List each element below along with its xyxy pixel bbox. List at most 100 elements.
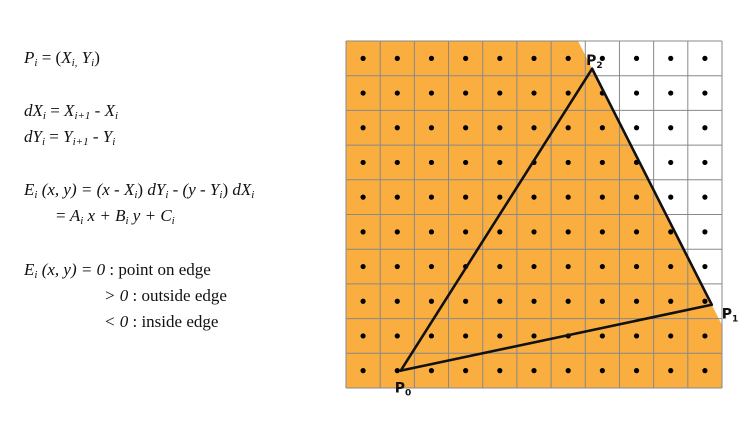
sample-dot: [702, 55, 708, 61]
edge-case-inside: < 0 : inside edge: [104, 312, 218, 332]
sample-dot: [599, 263, 605, 270]
sample-dot: [633, 368, 640, 374]
vertex-labels: P0 P1 P2: [395, 53, 739, 399]
eq-subscript: i: [219, 189, 223, 201]
eq-subscript: i+1: [74, 110, 91, 122]
sample-dot: [702, 368, 708, 374]
eq-text: ): [94, 48, 100, 67]
eq-symbol: E: [24, 260, 35, 279]
eq-text: x +: [83, 206, 116, 225]
eq-text: (x, y) =: [37, 260, 97, 279]
case-value: 0: [96, 260, 106, 279]
dy-definition: dYi = Yi+1 - Yi: [24, 127, 116, 148]
case-value: > 0: [104, 286, 129, 305]
sample-dot: [531, 333, 537, 339]
sample-dot: [633, 125, 640, 131]
sample-dot: [668, 125, 674, 131]
eq-subscript: i: [171, 215, 175, 227]
case-label: : outside edge: [128, 286, 227, 305]
sample-dot: [565, 125, 571, 131]
sample-dot: [531, 125, 537, 131]
sample-dot: [497, 229, 503, 235]
eq-text: = (: [37, 48, 62, 67]
sample-dot: [599, 298, 605, 304]
eq-text: -: [88, 127, 103, 146]
edge-function: Ei (x, y) = (x - Xi) dYi - (y - Yi) dXi: [24, 180, 254, 201]
eq-text: =: [45, 101, 65, 120]
sample-dot: [394, 229, 400, 235]
sample-dot: [360, 194, 366, 200]
sample-dot: [565, 90, 571, 96]
eq-symbol: dX: [232, 180, 252, 199]
sample-dot: [565, 298, 571, 304]
eq-subscript: i: [114, 110, 119, 122]
sample-dot: [702, 298, 708, 304]
sample-dot: [360, 55, 366, 61]
sample-dot: [360, 125, 366, 131]
sample-dot: [463, 298, 469, 304]
eq-symbol: Y: [63, 127, 73, 146]
sample-dot: [531, 55, 537, 61]
edge-p2-p0: [399, 67, 594, 372]
eq-subscript: i: [91, 57, 95, 69]
vertex-label-p0: P0: [395, 381, 412, 399]
case-label: : inside edge: [128, 312, 219, 331]
sample-dot: [599, 194, 605, 200]
sample-dot: [463, 368, 469, 374]
eq-symbol: E: [24, 180, 35, 199]
eq-text: y +: [128, 206, 161, 225]
eq-text: - (y -: [168, 180, 210, 199]
vertex-label-p1: P1: [722, 307, 739, 325]
sample-dot: [633, 333, 640, 339]
sample-dot: [565, 368, 571, 374]
dx-definition: dXi = Xi+1 - Xi: [24, 101, 119, 122]
eq-symbol: A: [69, 206, 81, 225]
sample-dot: [633, 298, 640, 304]
sample-dot: [565, 263, 571, 270]
edge-case-on: Ei (x, y) = 0 : point on edge: [24, 260, 211, 281]
sample-dot: [633, 194, 640, 200]
sample-dot: [360, 333, 366, 339]
sample-dot: [668, 159, 674, 166]
edge-function-linear: = Ai x + Bi y + Ci: [56, 206, 175, 227]
eq-symbol: Y: [81, 48, 92, 67]
case-value: < 0: [104, 312, 129, 331]
eq-symbol: dY: [24, 127, 42, 146]
eq-symbol: B: [115, 206, 126, 225]
sample-dot: [702, 194, 708, 200]
eq-subscript: i: [34, 269, 38, 281]
sample-dot: [360, 229, 366, 235]
sample-dot: [565, 159, 571, 166]
sample-dot: [633, 229, 640, 235]
sample-dot: [633, 90, 640, 96]
sample-dot: [428, 368, 435, 374]
sample-dot: [497, 194, 503, 200]
point-definition: Pi = (Xi, Yi): [24, 48, 100, 69]
edge-case-outside: > 0 : outside edge: [104, 286, 227, 306]
sample-dot: [394, 90, 400, 96]
sample-dot: [702, 229, 708, 235]
sample-dot: [599, 125, 605, 131]
sample-dot: [463, 55, 469, 61]
eq-text: =: [56, 206, 70, 225]
sample-dot: [428, 298, 435, 304]
sample-dot: [668, 194, 674, 200]
sample-dot: [394, 194, 400, 200]
sample-dot: [463, 194, 469, 200]
vertex-label-p2: P2: [586, 53, 603, 71]
case-label: : point on edge: [105, 260, 211, 279]
sample-dot: [599, 229, 605, 235]
sample-dot: [428, 159, 435, 166]
sample-dot: [599, 159, 605, 166]
eq-subscript: i: [112, 136, 116, 148]
triangle: [399, 67, 714, 372]
eq-symbol: X: [61, 48, 72, 67]
eq-subscript: i: [34, 57, 38, 69]
sample-dot: [394, 333, 400, 339]
sample-dot: [463, 333, 469, 339]
pixel-grid: [345, 40, 723, 389]
eq-text: (x, y): [37, 180, 77, 199]
sample-dot: [394, 263, 400, 270]
sample-dot: [497, 159, 503, 166]
sample-dot: [428, 333, 435, 339]
